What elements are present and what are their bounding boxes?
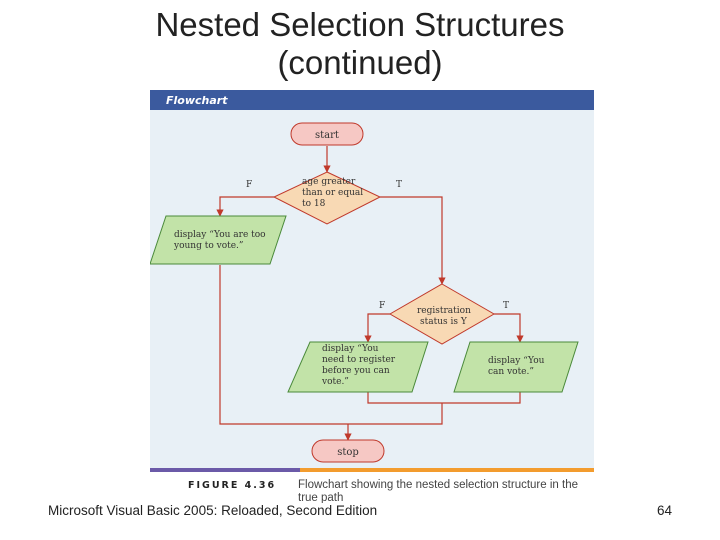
stop-label: stop xyxy=(337,447,359,458)
figure-caption-line-1: Flowchart showing the nested selection s… xyxy=(298,479,578,491)
connector-register-merge xyxy=(367,392,521,404)
figure-label: FIGURE 4.36 xyxy=(188,480,276,491)
decision-age-line-1: age greater xyxy=(302,177,356,187)
start-terminal xyxy=(290,122,364,146)
decision-registration-line-2: status is Y xyxy=(420,317,468,327)
decision-age-false-label: F xyxy=(246,180,252,190)
decision-age xyxy=(272,171,382,225)
decision-age-true-label: T xyxy=(396,180,402,190)
flowchart-svg: Flowchart start age greater than or equa… xyxy=(150,90,594,503)
canvas-background xyxy=(150,90,594,503)
io-can-vote xyxy=(453,341,579,393)
slide-title-line-2: (continued) xyxy=(277,44,443,81)
io-too-young-line-2: young to vote.” xyxy=(173,241,244,251)
connector-d2-false xyxy=(364,313,390,343)
connector-d1-true xyxy=(380,196,446,285)
io-too-young-line-1: display “You are too xyxy=(174,229,266,240)
io-can-vote-line-2: can vote.” xyxy=(488,367,534,377)
caption-background xyxy=(150,472,594,503)
connector-inner-merge xyxy=(219,265,443,425)
connector-d2-true xyxy=(494,313,524,343)
io-can-vote-line-1: display “You xyxy=(488,355,545,366)
decision-age-line-3: to 18 xyxy=(302,199,326,209)
io-register-line-3: before you can xyxy=(322,366,390,376)
caption-bar-purple xyxy=(150,468,300,472)
connectors xyxy=(216,146,524,441)
caption-bar-orange xyxy=(150,468,594,472)
header-label: Flowchart xyxy=(166,94,228,107)
figure-caption-line-2: true path xyxy=(298,492,343,503)
io-register-line-2: need to register xyxy=(322,355,396,365)
connector-d1-false xyxy=(216,196,274,217)
page-number: 64 xyxy=(656,503,672,518)
start-label: start xyxy=(315,130,339,141)
io-register-line-1: display “You xyxy=(322,343,379,354)
io-need-to-register xyxy=(287,341,429,393)
io-too-young xyxy=(150,215,287,265)
decision-registration-true-label: T xyxy=(503,301,509,311)
decision-registration xyxy=(388,283,496,345)
slide-title-line-1: Nested Selection Structures xyxy=(155,6,565,43)
decision-registration-line-1: registration xyxy=(417,306,471,316)
flowchart-figure: Flowchart start age greater than or equa… xyxy=(150,90,594,503)
decision-registration-false-label: F xyxy=(379,301,385,311)
header-bar xyxy=(150,90,594,110)
slide-title: Nested Selection Structures (continued) xyxy=(0,6,720,82)
decision-age-line-2: than or equal xyxy=(302,188,363,198)
stop-terminal xyxy=(311,439,385,463)
slide-footer: Microsoft Visual Basic 2005: Reloaded, S… xyxy=(48,503,378,518)
io-register-line-4: vote.” xyxy=(321,377,349,387)
